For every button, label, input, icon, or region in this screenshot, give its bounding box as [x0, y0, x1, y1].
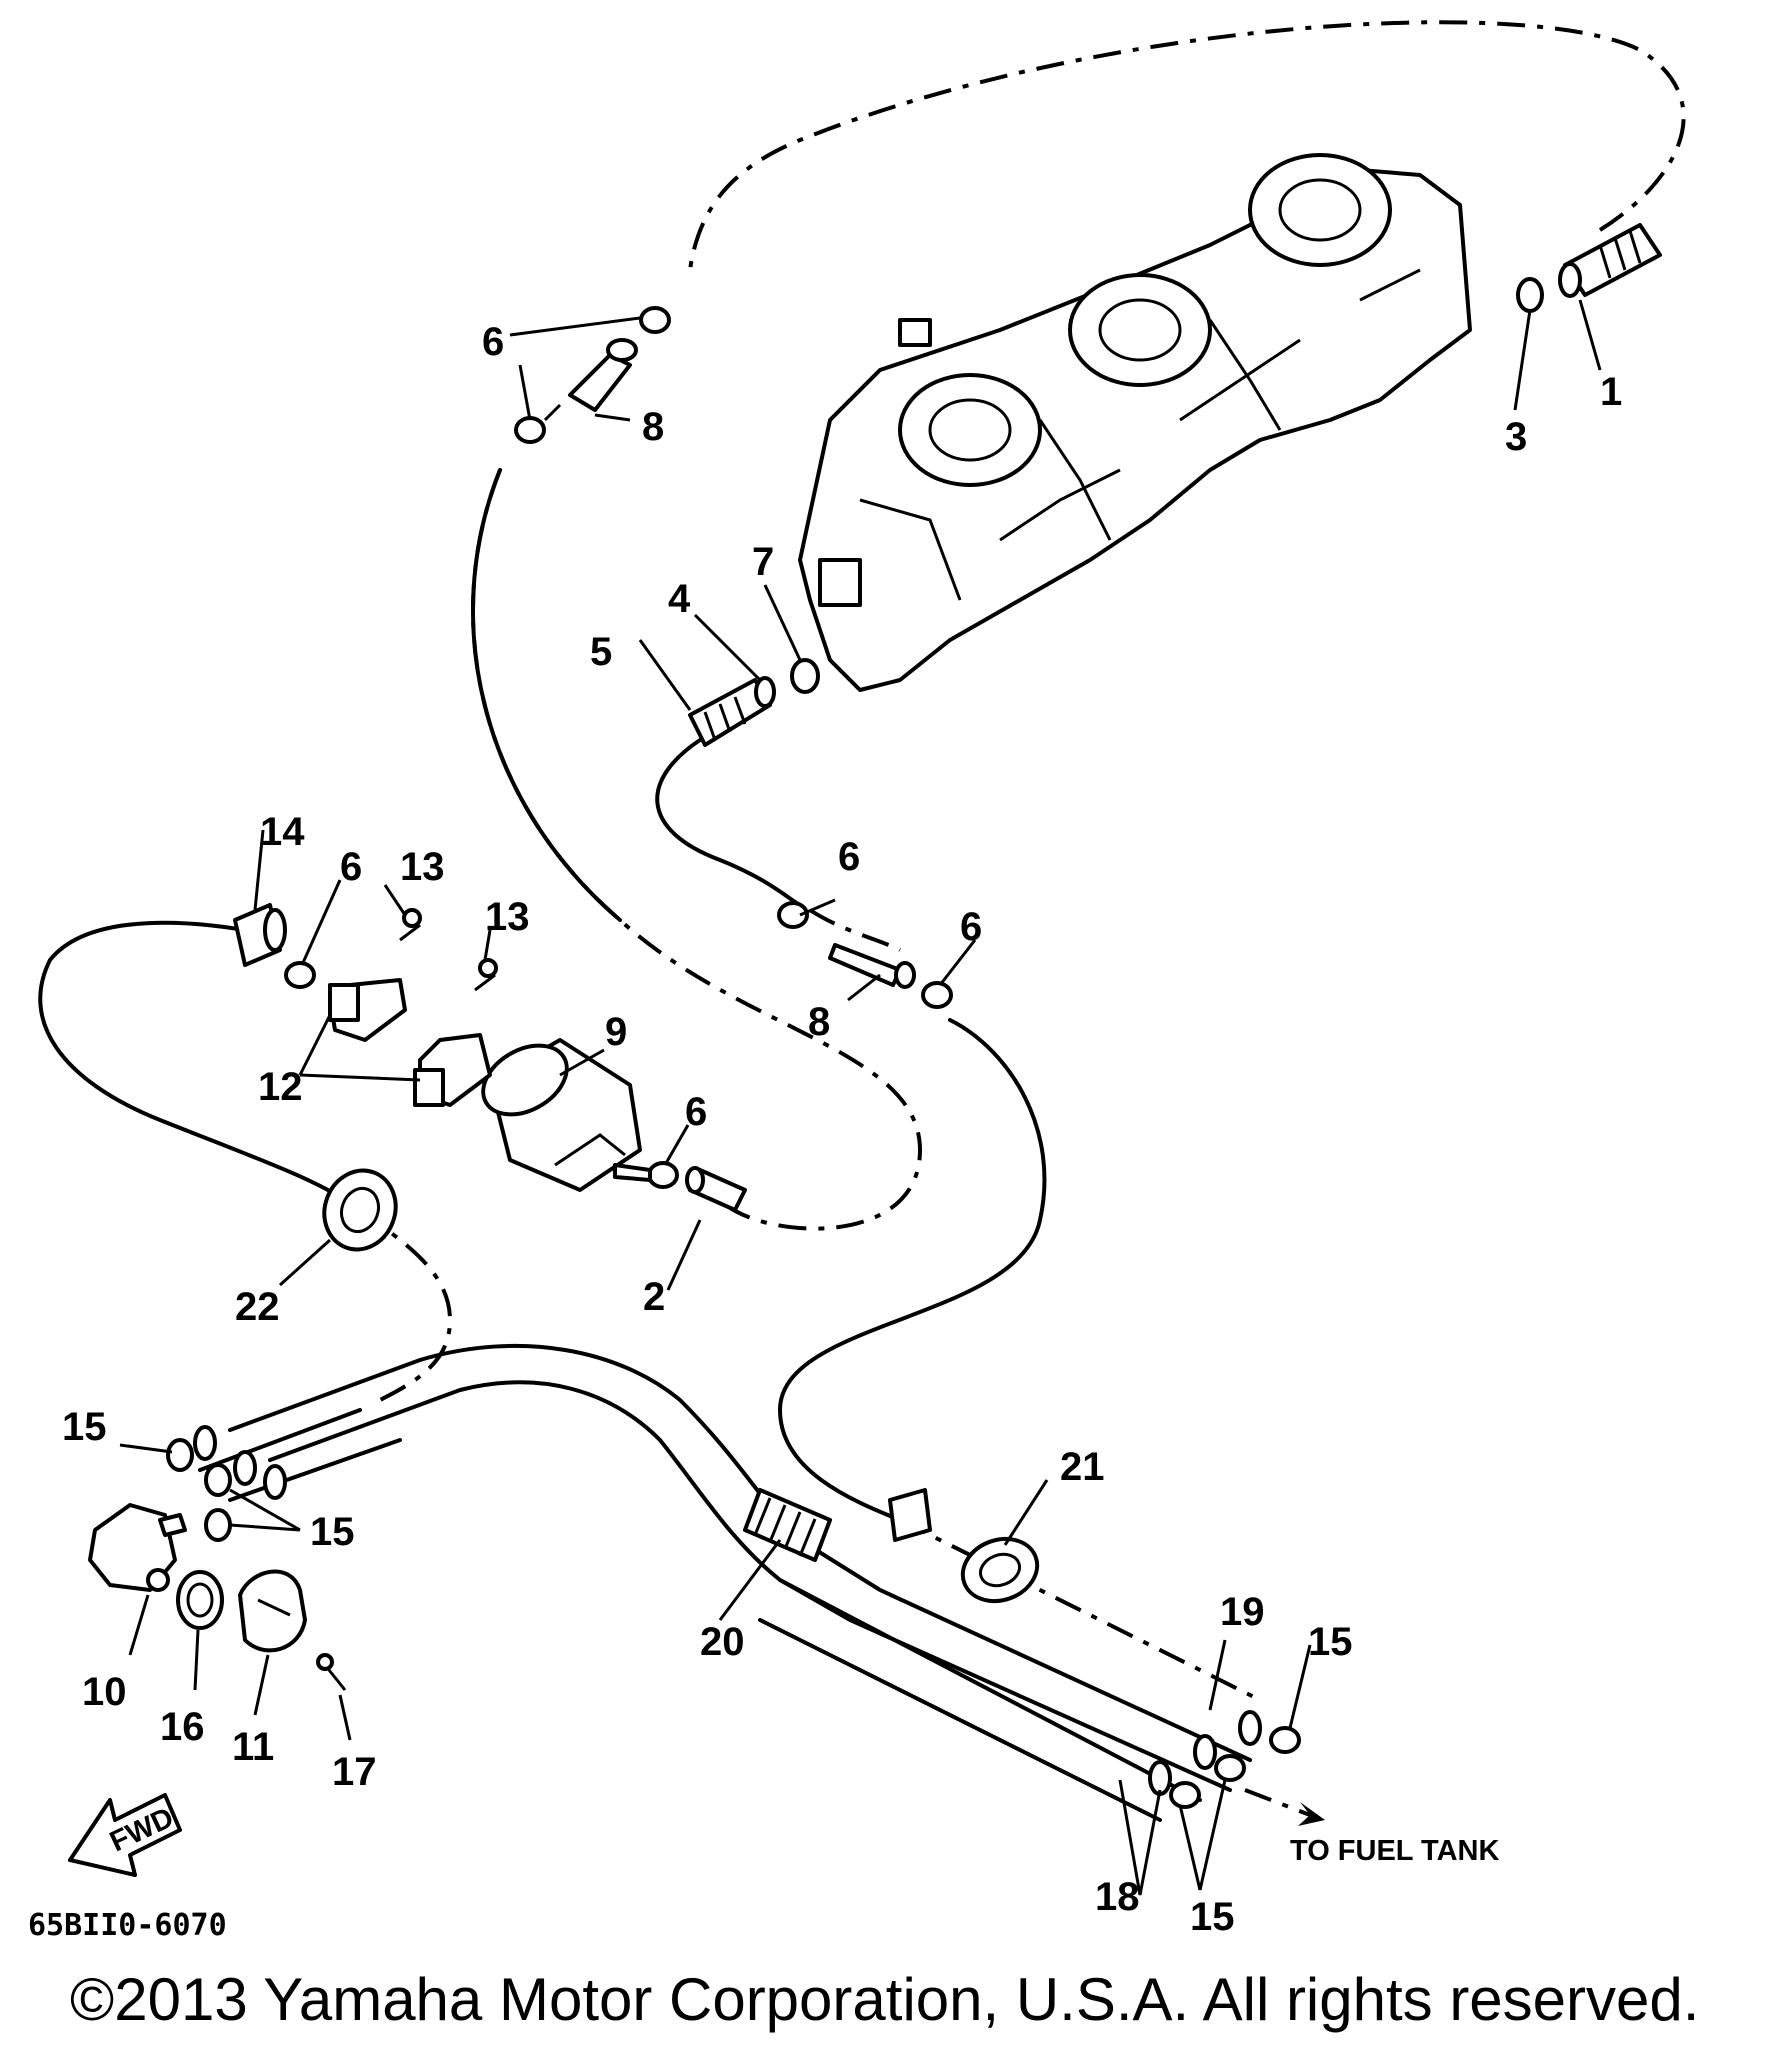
callout-9: 9 — [605, 1010, 627, 1054]
callout-20: 20 — [700, 1620, 745, 1664]
seal-16 — [176, 1570, 224, 1630]
fuel-cock-10 — [88, 1503, 187, 1592]
hose-19 — [888, 1488, 932, 1542]
bracket-12 — [328, 978, 492, 1107]
callout-3: 3 — [1505, 415, 1527, 459]
destination-label: TO FUEL TANK — [1290, 1835, 1500, 1867]
copyright-notice: ©2013 Yamaha Motor Corporation, U.S.A. A… — [70, 1966, 1699, 2033]
callout-11: 11 — [232, 1725, 274, 1769]
callout-4: 4 — [668, 577, 691, 621]
callout-15-d: 15 — [1190, 1895, 1235, 1939]
callout-8-b: 8 — [808, 1000, 830, 1044]
clamp-6-mid — [284, 901, 953, 1189]
callout-13-a: 13 — [400, 845, 445, 889]
callout-14: 14 — [260, 810, 305, 854]
joint-8-top — [543, 338, 638, 422]
clamp-7 — [790, 658, 820, 694]
callout-19: 19 — [1220, 1590, 1265, 1634]
hose-1 — [1558, 223, 1662, 298]
callout-17: 17 — [332, 1750, 377, 1794]
callout-6-c: 6 — [960, 905, 982, 949]
callout-6-e: 6 — [340, 845, 362, 889]
hose-4 — [688, 676, 776, 747]
to-fuel-tank-arrow — [1244, 1788, 1325, 1826]
callout-labels: 1 2 3 4 5 6 7 8 9 10 11 12 13 13 14 15 1… — [62, 320, 1622, 1939]
hose-14 — [233, 903, 287, 967]
clamp-3 — [1516, 277, 1544, 313]
callout-10: 10 — [82, 1670, 127, 1714]
protector-20 — [743, 1488, 832, 1562]
callout-2: 2 — [643, 1275, 665, 1319]
callout-18: 18 — [1095, 1875, 1140, 1919]
clamps-15-right — [1169, 1726, 1301, 1809]
screw-17 — [316, 1653, 347, 1691]
callout-6-d: 6 — [685, 1090, 707, 1134]
callout-12: 12 — [258, 1065, 303, 1109]
fuel-filter-9 — [481, 1038, 652, 1192]
clamp-6-top — [514, 306, 671, 444]
hose-2 — [685, 1166, 747, 1212]
callout-6-a: 6 — [482, 320, 504, 364]
callout-15-a: 15 — [62, 1405, 107, 1449]
callout-22: 22 — [235, 1285, 280, 1329]
callout-6-b: 6 — [838, 835, 860, 879]
callout-16: 16 — [160, 1705, 205, 1749]
callout-13-b: 13 — [485, 895, 530, 939]
leader-lines — [119, 299, 1602, 1896]
callout-15-c: 15 — [1308, 1620, 1353, 1664]
joint-8-mid — [828, 943, 916, 989]
callout-1: 1 — [1600, 370, 1622, 414]
screw-13 — [399, 908, 498, 992]
callout-8-a: 8 — [642, 405, 664, 449]
grommet-22 — [322, 1168, 398, 1252]
drawing-code: 65BII0-6070 — [28, 1908, 227, 1943]
grommet-21 — [960, 1536, 1040, 1604]
callout-15-b: 15 — [310, 1510, 355, 1554]
forward-arrow: FWD — [68, 1793, 182, 1877]
callout-21: 21 — [1060, 1445, 1105, 1489]
knob-11 — [238, 1569, 307, 1653]
callout-7: 7 — [752, 540, 774, 584]
callout-5: 5 — [590, 630, 612, 674]
carburetor-assembly — [798, 153, 1472, 692]
